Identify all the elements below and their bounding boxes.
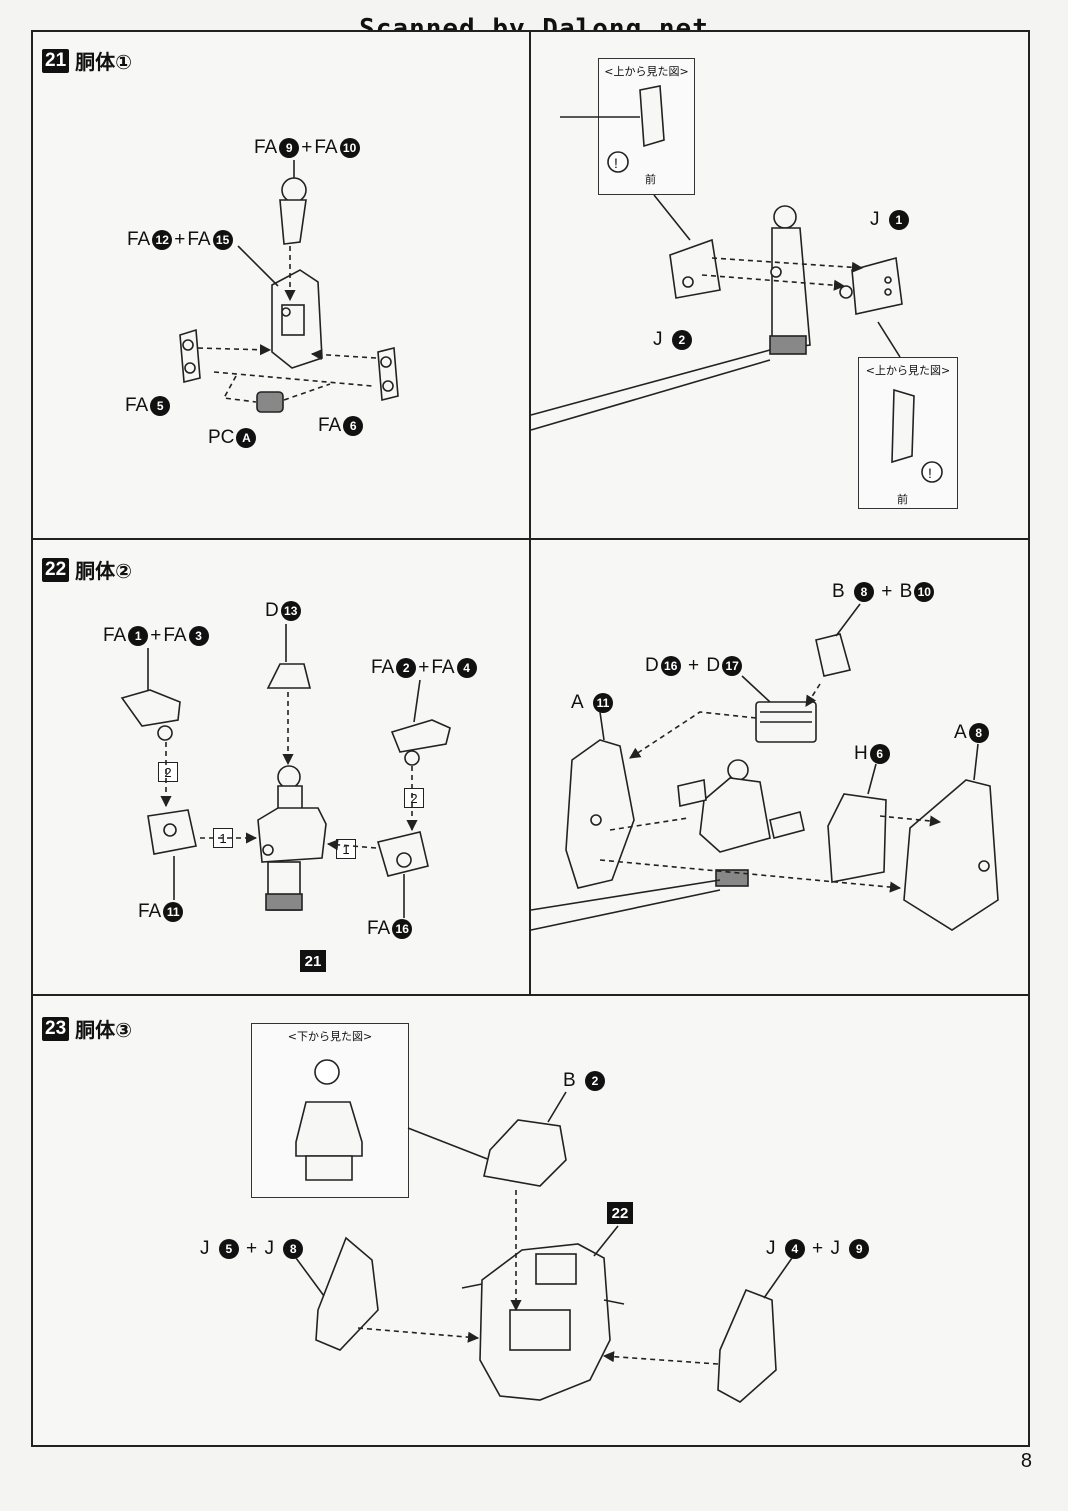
caution-icon: ! [928, 465, 932, 481]
leader-line [407, 1127, 491, 1161]
assembly-lines-21-left [197, 246, 377, 403]
step-number: 23 [42, 1016, 70, 1041]
step-ref-22: 22 [607, 1202, 633, 1224]
assembly-lines-21-right [701, 257, 864, 291]
fa2-fa4-part [390, 719, 451, 766]
j1-part [839, 256, 903, 315]
step-23-header: 23 胴体③ [42, 1014, 132, 1043]
caution-icon: ! [614, 155, 618, 171]
fa5-part [179, 328, 201, 384]
pca-part [256, 391, 284, 413]
leader-line [295, 1091, 793, 1299]
assembly-lines-22-right [599, 683, 942, 893]
top-view-sketch-left: ! [607, 85, 665, 173]
h6-part [827, 793, 887, 883]
front-label: 前 [645, 173, 656, 186]
bottom-view-sketch [295, 1059, 363, 1181]
step-ref-21: 21 [300, 950, 326, 972]
fa11-part [147, 809, 197, 855]
leader-line [560, 116, 901, 358]
part-label-j2: J 2 [653, 329, 692, 351]
fa1-fa3-part [120, 689, 181, 741]
torso-assembly-part-right [677, 759, 805, 887]
step-title: 胴体③ [75, 1018, 133, 1042]
zoom-lines [530, 349, 771, 431]
order-2-right: 2 [404, 788, 424, 808]
b8-b10-part [815, 633, 851, 677]
a8-part [903, 779, 999, 931]
b2-part [483, 1119, 567, 1187]
j2-part [669, 238, 721, 299]
order-2-left: 2 [158, 762, 178, 782]
part-label-j1: J 1 [870, 209, 909, 231]
d13-part [266, 663, 312, 689]
fa6-part [377, 346, 399, 402]
assembly-lines-22-left [160, 692, 418, 851]
leader-line [599, 603, 979, 795]
step-title: 胴体① [75, 50, 133, 74]
step-22-header: 22 胴体② [42, 555, 132, 584]
part-label-j4-j9: J 4 + J 9 [766, 1238, 870, 1260]
j5-j8-part [315, 1236, 379, 1351]
torso-core-part [271, 177, 323, 369]
part-label-a11: A 11 [571, 692, 613, 714]
leader-line [147, 624, 421, 918]
step-number: 21 [42, 48, 70, 73]
step-number: 22 [42, 557, 70, 582]
part-label-b2: B 2 [563, 1070, 605, 1092]
step-21-header: 21 胴体① [42, 46, 132, 75]
d16-d17-part [755, 701, 817, 743]
zoom-lines [530, 879, 721, 931]
part-label-j5-j8: J 5 + J 8 [200, 1238, 304, 1260]
top-view-sketch-right: ! [891, 388, 943, 483]
torso-assembly-part [257, 765, 327, 911]
front-label: 前 [897, 493, 908, 506]
torso-body-assembly [461, 1243, 625, 1401]
torso-core-part-right [769, 205, 811, 355]
page-number: 8 [1020, 1450, 1032, 1472]
step-title: 胴体② [75, 559, 133, 583]
assembly-lines-23 [357, 1190, 719, 1365]
step-21-divider [529, 30, 531, 540]
step-22-divider [529, 538, 531, 996]
a11-part [565, 739, 635, 889]
fa16-part [376, 831, 429, 877]
leader-line [237, 245, 279, 287]
j4-j9-part [717, 1288, 777, 1403]
